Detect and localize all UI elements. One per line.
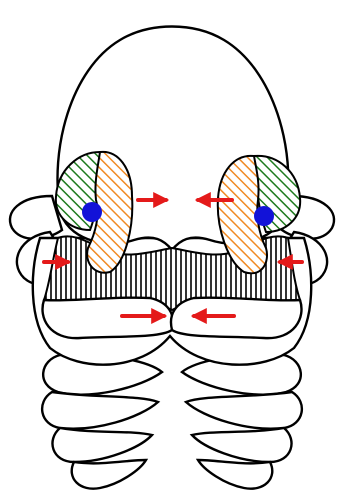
right-lower-fold-3 [192,428,292,462]
left-side-lobe-upper [10,196,62,239]
lower-folds [42,354,302,488]
right-lower-fold-4 [198,460,272,489]
right-eye-dot [254,206,274,226]
left-eye-dot [82,202,102,222]
left-lower-fold-3 [52,428,152,462]
right-mandible-lip [171,298,302,339]
left-lower-fold-2 [42,392,158,429]
right-lower-fold-2 [186,392,302,429]
left-lower-fold-4 [72,460,146,489]
